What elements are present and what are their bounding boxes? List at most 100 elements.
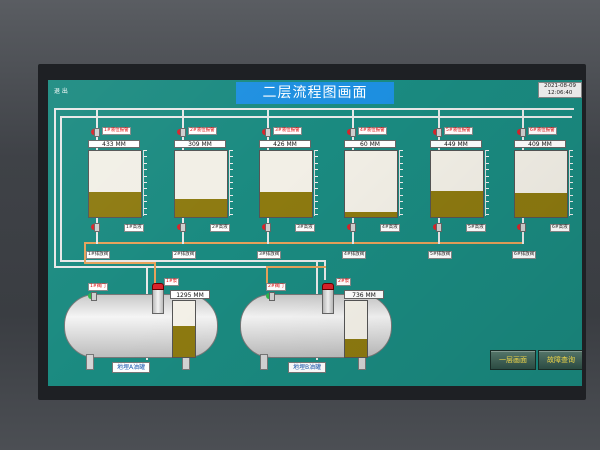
return-pipe-drop-2 xyxy=(324,260,326,280)
tank-b-pump[interactable] xyxy=(322,283,334,314)
tank-inlet-valve[interactable] xyxy=(91,128,100,137)
tank-inlet-valve[interactable] xyxy=(177,128,186,137)
tank-a-valve[interactable] xyxy=(88,292,97,301)
underground-tank-b xyxy=(240,294,392,358)
valve-body-icon xyxy=(265,223,271,232)
tank-high-level-tag: 5#高液 xyxy=(466,224,486,232)
scale-tick xyxy=(486,207,489,209)
scale-tick xyxy=(315,182,318,183)
tank-alarm-tag: 4#液位报警 xyxy=(358,127,387,135)
scale-tick xyxy=(144,188,147,190)
scale-tick xyxy=(486,214,489,215)
tank-a-pump[interactable] xyxy=(152,283,164,314)
scale-tick xyxy=(230,169,233,171)
scale-tick xyxy=(230,162,233,164)
tank-outlet-valve[interactable] xyxy=(433,223,442,232)
time-text: 12:06:40 xyxy=(547,90,573,96)
tank-drain-tag: 2#排放阀 xyxy=(172,251,197,259)
tank-high-level-tag: 3#高液 xyxy=(295,224,315,232)
hmi-screen: 退 出 二层流程图画面 2021-08-09 12:06:40 1#液位报警 43… xyxy=(48,80,582,386)
scale-tick xyxy=(486,156,489,158)
tank-b-name: 地埋B油罐 xyxy=(288,362,327,373)
valve-body-icon xyxy=(520,223,526,232)
tank-a-level-fill xyxy=(173,326,195,357)
exit-label[interactable]: 退 出 xyxy=(54,88,68,95)
scale-tick xyxy=(400,175,403,177)
scale-tick xyxy=(315,201,318,203)
valve-body-icon xyxy=(265,128,271,137)
tank-body xyxy=(514,150,568,218)
scale-tick xyxy=(144,162,147,164)
valve-body-icon xyxy=(180,223,186,232)
valve-body-icon xyxy=(94,223,100,232)
scale-tick xyxy=(570,201,573,203)
scale-tick xyxy=(144,156,147,158)
tank-a-valve-tag: 1#阀门 xyxy=(88,283,108,291)
tank-outlet-valve[interactable] xyxy=(262,223,271,232)
scale-tick xyxy=(315,207,318,209)
tank-outlet-valve[interactable] xyxy=(347,223,356,232)
tank-a-level-readout: 1295 MM xyxy=(170,290,210,299)
pump-cap-icon xyxy=(152,283,164,290)
oil-pipe-b-h xyxy=(266,266,326,268)
oil-pipe-a-drop xyxy=(154,262,156,288)
scale-tick xyxy=(570,194,573,196)
page-title: 二层流程图画面 xyxy=(236,82,394,104)
scale-tick xyxy=(230,194,233,196)
tank-a-pump-tag: 1#泵 xyxy=(164,278,180,286)
supply-pipe-top xyxy=(54,108,574,110)
scale-tick xyxy=(400,194,403,196)
tank-a-name: 地埋A油罐 xyxy=(112,362,151,373)
tank-level-fill xyxy=(515,192,567,217)
scale-tick xyxy=(486,175,489,177)
tank-b-gauge xyxy=(344,300,368,358)
tank-outlet-valve[interactable] xyxy=(91,223,100,232)
tank-body xyxy=(344,150,398,218)
tank-body xyxy=(174,150,228,218)
scale-tick xyxy=(144,175,147,177)
valve-body-icon xyxy=(350,223,356,232)
scale-tick xyxy=(486,182,489,183)
tank-scale xyxy=(399,150,403,216)
scale-tick xyxy=(315,214,318,215)
tank-inlet-valve[interactable] xyxy=(517,128,526,137)
oil-pipe-b xyxy=(266,266,268,290)
tank-outlet-valve[interactable] xyxy=(517,223,526,232)
scale-tick xyxy=(400,214,403,215)
fault-query-button[interactable]: 故障查询 xyxy=(538,350,582,370)
tank-level-fill xyxy=(431,190,483,217)
scale-tick xyxy=(315,169,318,171)
date-text: 2021-08-09 xyxy=(544,83,576,89)
scale-tick xyxy=(570,214,573,215)
tank-level-readout: 309 MM xyxy=(174,140,226,148)
tank-scale xyxy=(143,150,147,216)
scale-tick xyxy=(570,175,573,177)
scale-tick xyxy=(144,207,147,209)
tank-drain-tag: 6#排放阀 xyxy=(512,251,537,259)
scale-tick xyxy=(400,150,403,151)
tank-drain-tag: 4#排放阀 xyxy=(342,251,367,259)
oil-pipe-main xyxy=(84,242,524,244)
tank-inlet-valve[interactable] xyxy=(433,128,442,137)
tank-drain-tag: 1#排放阀 xyxy=(86,251,111,259)
scale-tick xyxy=(315,156,318,158)
tank-level-readout: 426 MM xyxy=(259,140,311,148)
tank-level-readout: 433 MM xyxy=(88,140,140,148)
tank-inlet-valve[interactable] xyxy=(262,128,271,137)
scale-tick xyxy=(230,201,233,203)
tank-high-level-tag: 6#高液 xyxy=(550,224,570,232)
tank-b-valve[interactable] xyxy=(266,292,275,301)
valve-body-icon xyxy=(520,128,526,137)
tank-alarm-tag: 6#液位报警 xyxy=(528,127,557,135)
tank-b-valve-tag: 2#阀门 xyxy=(266,283,286,291)
tank-body xyxy=(430,150,484,218)
tank-alarm-tag: 1#液位报警 xyxy=(102,127,131,135)
oil-pipe-a xyxy=(84,262,154,264)
scale-tick xyxy=(315,162,318,164)
tank-outlet-valve[interactable] xyxy=(177,223,186,232)
scale-tick xyxy=(144,214,147,215)
scale-tick xyxy=(315,188,318,190)
layer1-screen-button[interactable]: 一层画面 xyxy=(490,350,536,370)
tank-inlet-valve[interactable] xyxy=(347,128,356,137)
tank-level-fill xyxy=(175,198,227,217)
